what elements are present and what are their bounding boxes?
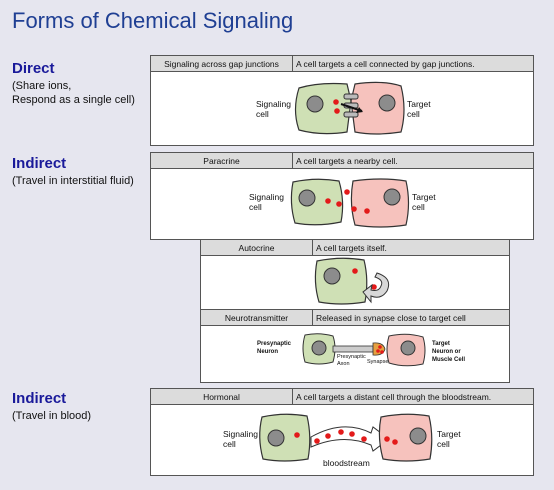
signaling-cell [259, 413, 311, 462]
indirect-fluid-heading: Indirect [12, 155, 67, 172]
gap-junction-channel [343, 93, 359, 100]
gap-junction-panel: Signaling across gap junctions A cell ta… [150, 55, 534, 146]
gap-junction-header: Signaling across gap junctions A cell ta… [151, 56, 533, 72]
neurotransmitter-molecule [376, 349, 380, 353]
page-title: Forms of Chemical Signaling [12, 8, 294, 33]
hormonal-header: Hormonal A cell targets a distant cell t… [151, 389, 533, 405]
bloodstream-label: bloodstream [323, 458, 370, 468]
paracrine-header: Paracrine A cell targets a nearby cell. [151, 153, 533, 169]
synapse-label: Synapse [367, 359, 389, 365]
signal-molecule [344, 189, 350, 195]
hormonal-diagram [259, 413, 433, 462]
signaling-nucleus [267, 429, 285, 447]
hormone-molecule [294, 432, 300, 438]
bloodstream-arrow [310, 426, 390, 452]
autocrine-neuro-diagram [302, 257, 426, 367]
presynaptic-axon [332, 345, 374, 353]
paracrine-type: Paracrine [151, 153, 293, 168]
target-nucleus [383, 188, 401, 206]
signaling-cell [290, 178, 344, 226]
gap-junction-type: Signaling across gap junctions [151, 56, 293, 71]
target-cell [350, 178, 410, 228]
hormone-molecule [325, 433, 331, 439]
paracrine-diagram [290, 178, 410, 228]
paracrine-panel: Paracrine A cell targets a nearby cell. … [150, 152, 534, 240]
autocrine-cell [314, 257, 368, 305]
signal-molecule [351, 206, 357, 212]
target-nucleus [400, 340, 416, 356]
signaling-nucleus [306, 95, 324, 113]
hormone-molecule [338, 429, 344, 435]
target-cell [378, 413, 433, 462]
signal-molecule [371, 284, 377, 290]
target-nucleus [409, 427, 427, 445]
direct-subtitle-2: Respond as a single cell) [12, 94, 135, 106]
hormone-molecule [384, 436, 390, 442]
indirect-blood-heading: Indirect [12, 390, 67, 407]
neurotransmitter-molecule [378, 345, 382, 349]
autocrine-desc: A cell targets itself. [316, 242, 387, 253]
neurotransmitter-desc: Released in synapse close to target cell [316, 312, 466, 323]
autocrine-return-arrow [362, 272, 390, 304]
gap-junction-diagram [294, 81, 405, 135]
hormone-molecule [314, 438, 320, 444]
signal-molecule [325, 198, 331, 204]
signal-molecule [333, 99, 339, 105]
signal-molecule [336, 201, 342, 207]
target-nucleus [378, 94, 396, 112]
gap-junction-desc: A cell targets a cell connected by gap j… [296, 58, 475, 69]
autocrine-header: Autocrine A cell targets itself. [201, 240, 509, 256]
hormone-molecule [349, 431, 355, 437]
hormone-molecule [392, 439, 398, 445]
signaling-nucleus [298, 189, 316, 207]
hormonal-panel: Hormonal A cell targets a distant cell t… [150, 388, 534, 476]
presynaptic-nucleus [311, 340, 327, 356]
signal-molecule [364, 208, 370, 214]
neurotransmitter-header: Neurotransmitter Released in synapse clo… [201, 309, 509, 326]
neurotransmitter-molecule [380, 350, 384, 354]
direct-subtitle-1: (Share ions, [12, 80, 72, 92]
neurotransmitter-type: Neurotransmitter [201, 310, 313, 325]
signal-molecule [352, 268, 358, 274]
target-cell [350, 81, 405, 135]
autocrine-nucleus [323, 267, 341, 285]
hormonal-type: Hormonal [151, 389, 293, 404]
indirect-blood-subtitle: (Travel in blood) [12, 410, 92, 422]
autocrine-neuro-panel: Autocrine A cell targets itself. Neurotr… [200, 239, 510, 383]
arrow-head [356, 107, 363, 113]
signal-molecule [334, 108, 340, 114]
autocrine-type: Autocrine [201, 240, 313, 255]
direct-heading: Direct [12, 60, 55, 77]
hormonal-desc: A cell targets a distant cell through th… [296, 391, 492, 402]
indirect-fluid-subtitle: (Travel in interstitial fluid) [12, 175, 134, 187]
signaling-cell [294, 82, 352, 135]
gap-junction-channel [343, 111, 359, 118]
paracrine-desc: A cell targets a nearby cell. [296, 155, 398, 166]
hormone-molecule [361, 436, 367, 442]
